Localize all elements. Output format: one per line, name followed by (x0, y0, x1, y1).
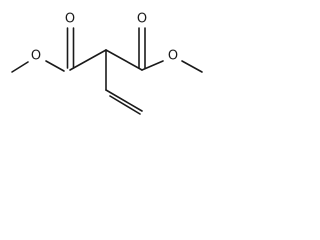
bond-ch-to-right-carbonyl (105, 49, 143, 71)
atom-label-o-ester-left: O (31, 49, 41, 64)
bond-left-carbonyl-to-ch (69, 49, 107, 71)
bond-right-methyl (181, 60, 203, 73)
bond-vinyl-double-a (105, 89, 143, 112)
dimethyl-vinylmalonate-structure: O O O O (11, 12, 203, 115)
atom-label-o-carbonyl-left: O (65, 12, 75, 27)
atom-label-o-carbonyl-right: O (137, 12, 147, 27)
bond-right-ester-o (141, 60, 164, 71)
bond-left-methyl (11, 61, 29, 73)
bond-vinyl-double-b (109, 95, 141, 115)
bond-left-ester-o (45, 60, 65, 72)
atom-label-o-ester-right: O (168, 49, 178, 64)
